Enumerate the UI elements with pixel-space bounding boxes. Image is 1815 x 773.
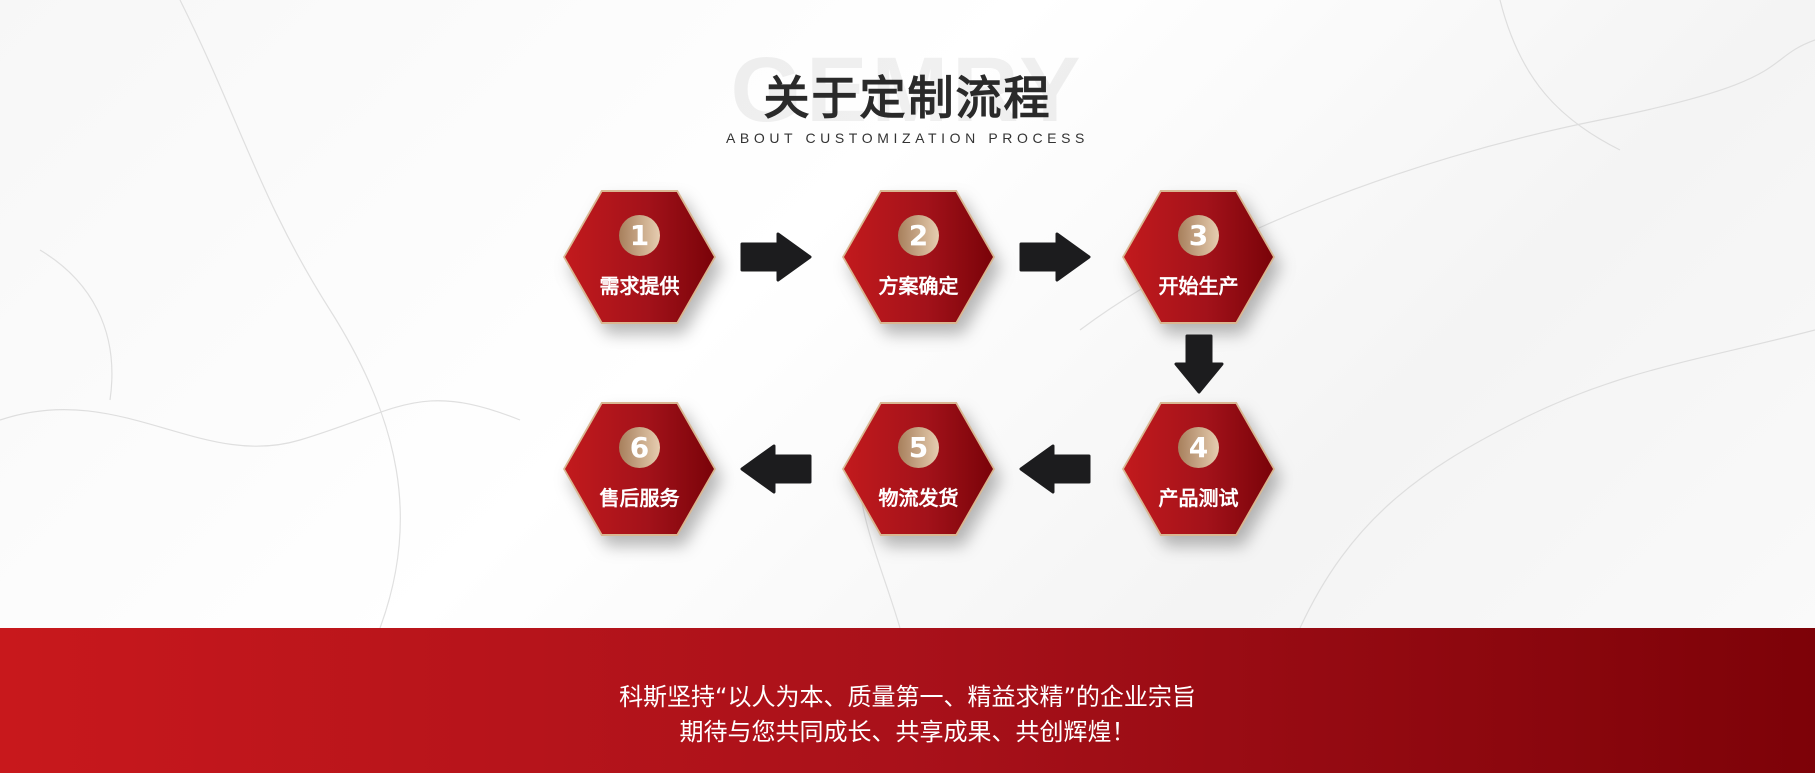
step-number-badge: 1	[619, 215, 660, 256]
footer-slogan-line1: 科斯坚持“以人为本、质量第一、精益求精”的企业宗旨	[619, 683, 1196, 711]
step-number-badge: 4	[1178, 427, 1219, 468]
arrow-left-icon	[1019, 444, 1091, 494]
step-number-badge: 6	[619, 427, 660, 468]
step-number-badge: 3	[1178, 215, 1219, 256]
step-1: 1 需求提供	[563, 190, 716, 324]
step-5: 5 物流发货	[842, 402, 995, 536]
arrow-down-icon	[1174, 334, 1224, 394]
step-label: 需求提供	[599, 274, 680, 298]
footer-slogan-line2: 期待与您共同成长、共享成果、共创辉煌！	[679, 718, 1136, 746]
step-label: 物流发货	[878, 486, 959, 510]
step-number-badge: 2	[898, 215, 939, 256]
arrow-right-icon	[740, 232, 812, 282]
step-6: 6 售后服务	[563, 402, 716, 536]
watermark-text: GEMRY	[730, 39, 1085, 141]
step-number-badge: 5	[898, 427, 939, 468]
step-4: 4 产品测试	[1122, 402, 1275, 536]
arrow-right-icon	[1019, 232, 1091, 282]
step-label: 开始生产	[1158, 274, 1239, 298]
footer-band	[0, 628, 1815, 773]
step-label: 售后服务	[599, 486, 680, 510]
step-2: 2 方案确定	[842, 190, 995, 324]
page-title: 关于定制流程	[763, 71, 1052, 125]
page-subtitle: ABOUT CUSTOMIZATION PROCESS	[725, 130, 1089, 146]
step-label: 方案确定	[878, 274, 959, 298]
arrow-left-icon	[740, 444, 812, 494]
step-3: 3 开始生产	[1122, 190, 1275, 324]
step-label: 产品测试	[1158, 486, 1239, 510]
